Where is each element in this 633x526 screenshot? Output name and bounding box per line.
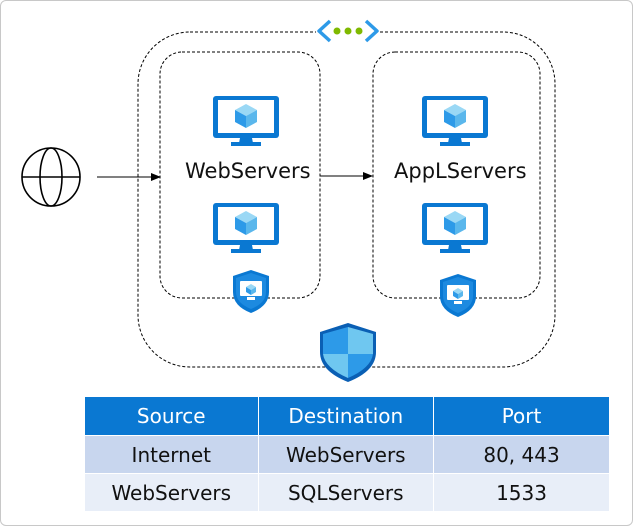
webservers-label: WebServers (185, 159, 311, 183)
source-cell: WebServers (85, 473, 259, 511)
virtual-machine-icon (422, 96, 488, 146)
destination-cell: WebServers (258, 435, 435, 473)
table-row: WebServers SQLServers 1533 (85, 473, 609, 511)
security-rules-table: Source Destination Port Internet WebServ… (85, 397, 609, 511)
table-header-row: Source Destination Port (85, 397, 609, 435)
destination-cell: SQLServers (258, 473, 435, 511)
port-cell: 80, 443 (434, 435, 609, 473)
virtual-machine-icon (213, 203, 279, 253)
network-security-group-icon (320, 323, 376, 382)
port-column-header: Port (434, 397, 609, 435)
virtual-network-boundary (137, 31, 556, 368)
source-cell: Internet (85, 435, 259, 473)
virtual-machine-icon (213, 96, 279, 146)
virtual-machine-icon (422, 203, 488, 253)
table-row: Internet WebServers 80, 443 (85, 435, 609, 473)
application-security-group-icon (233, 270, 269, 313)
application-security-group-icon (440, 274, 476, 317)
virtual-network-icon (316, 17, 380, 45)
destination-column-header: Destination (258, 397, 435, 435)
globe-icon (21, 147, 81, 207)
applservers-label: AppLServers (394, 159, 527, 183)
port-cell: 1533 (434, 473, 609, 511)
source-column-header: Source (85, 397, 259, 435)
webservers-group-box (159, 51, 321, 299)
